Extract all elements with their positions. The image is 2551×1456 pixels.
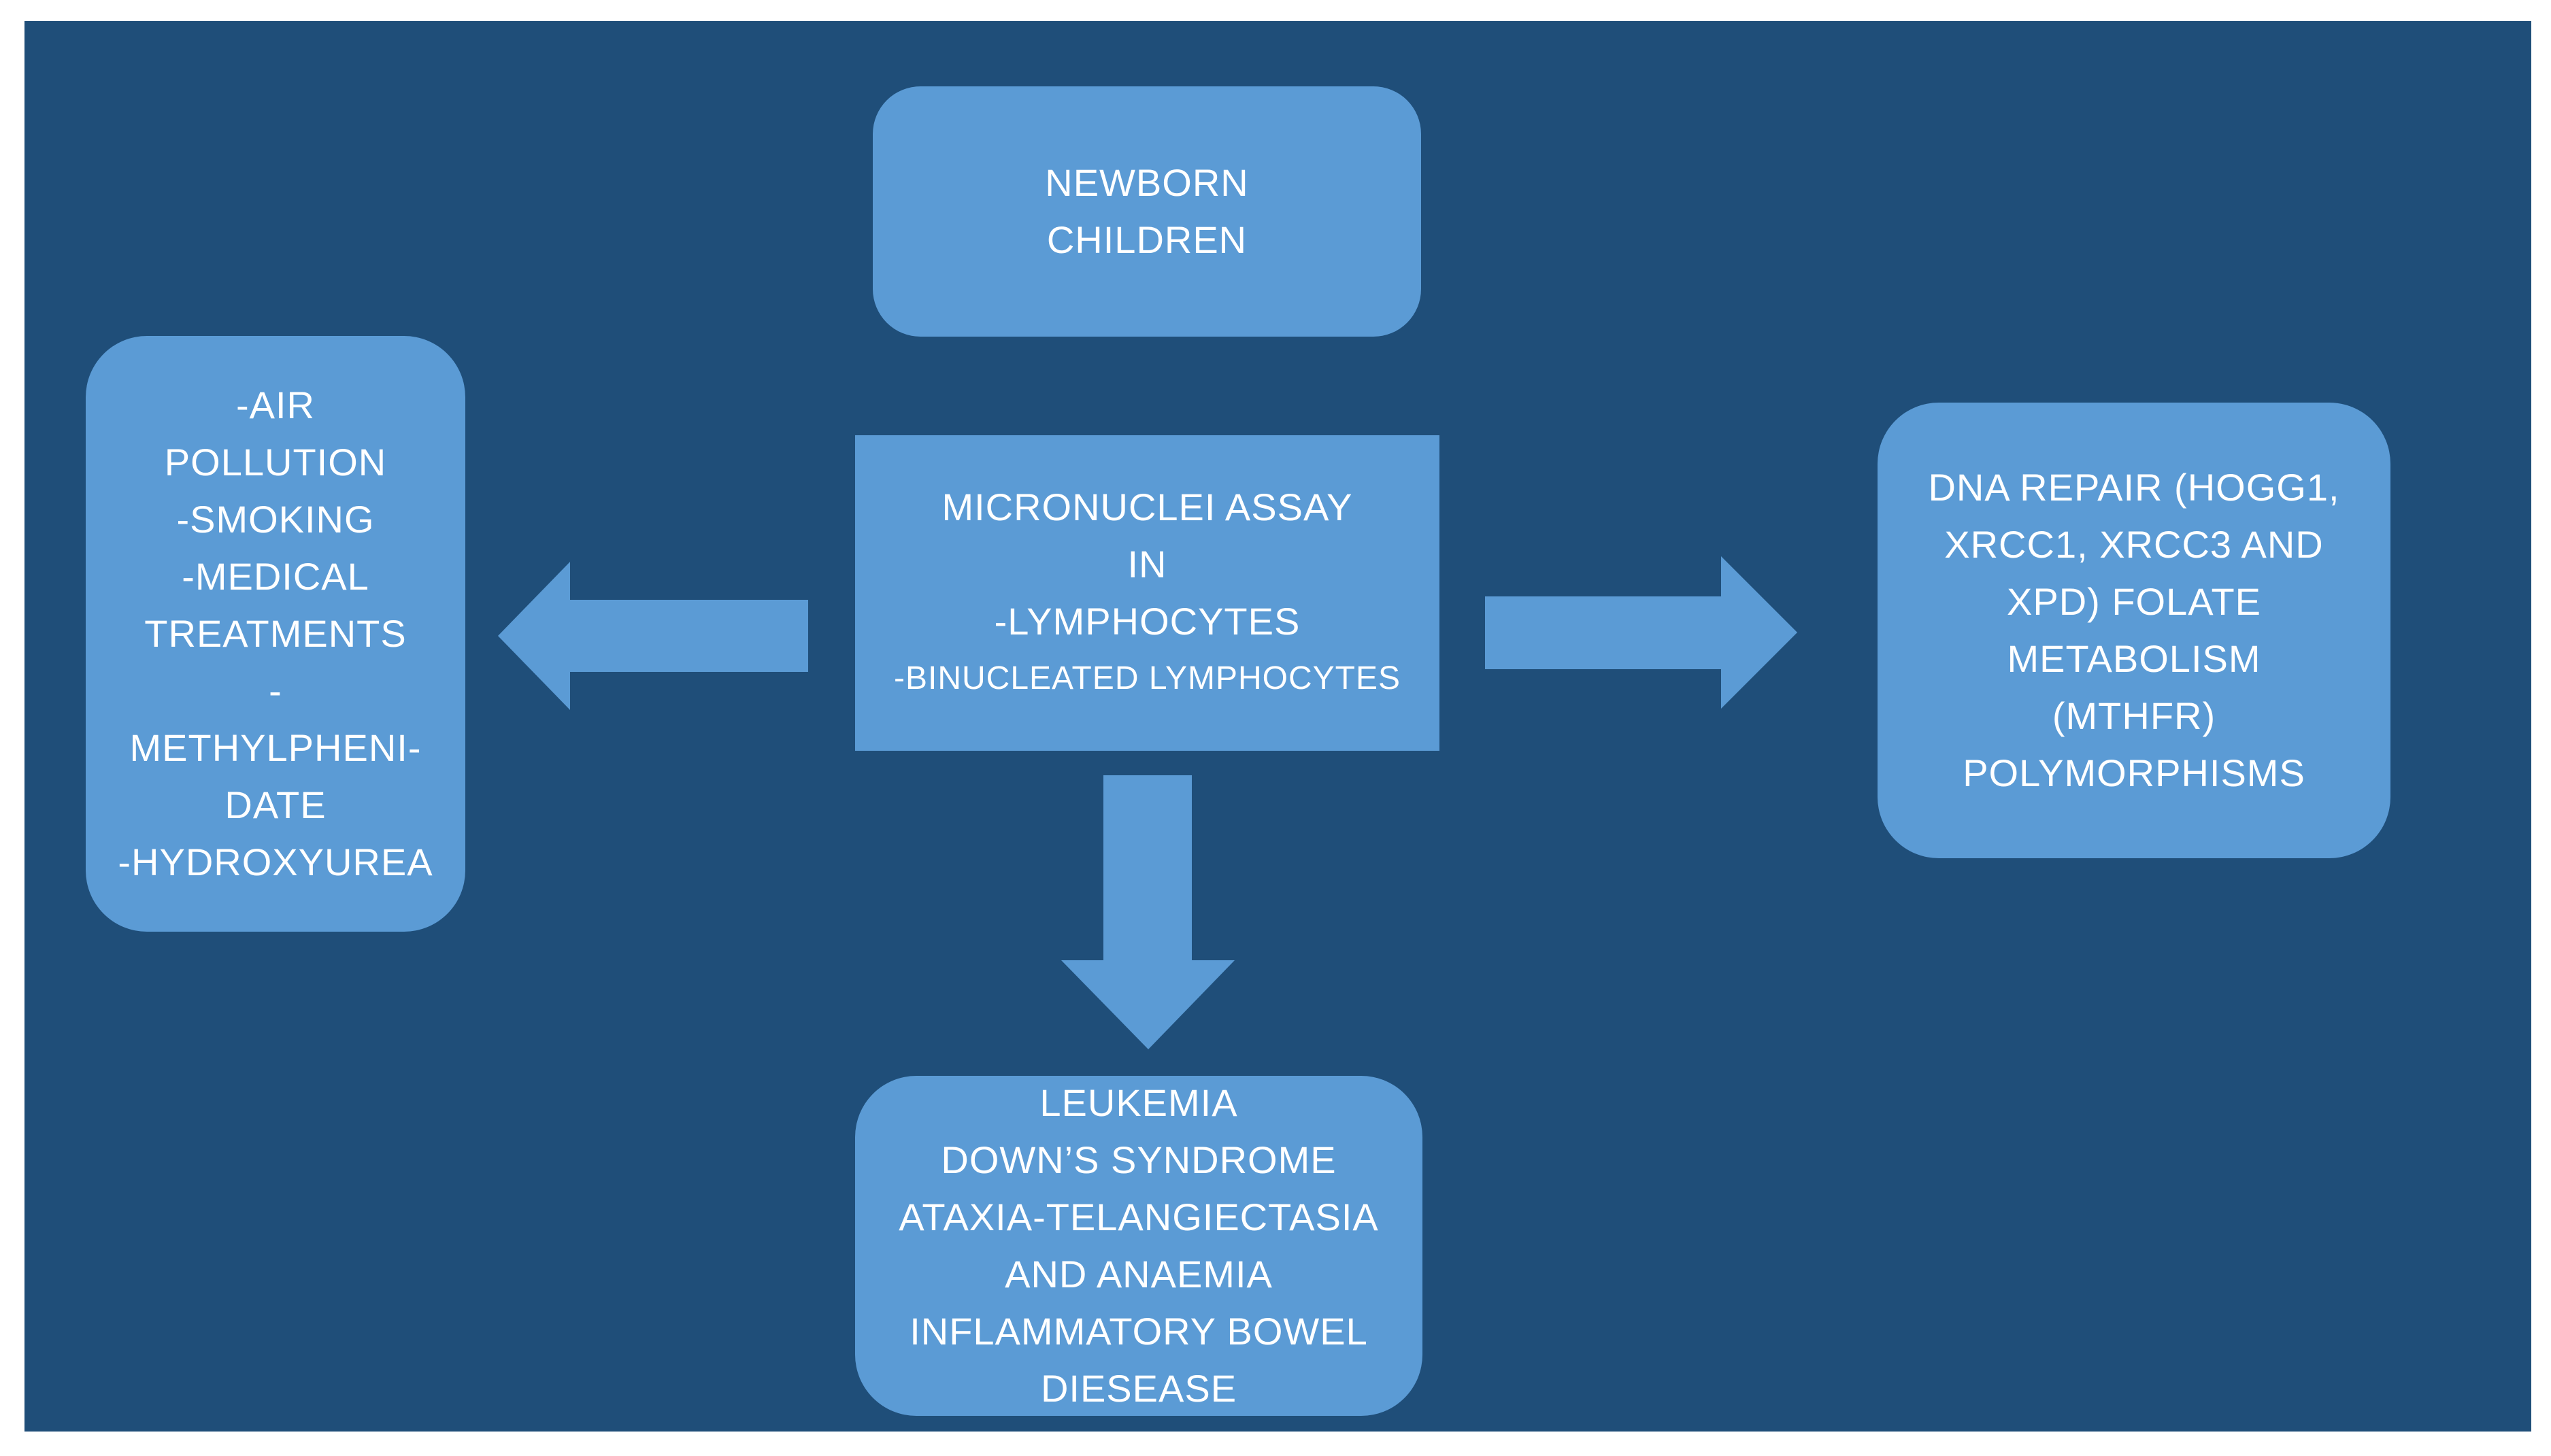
node-text-line: POLYMORPHISMS xyxy=(1963,751,2305,794)
node-text-line: -AIR xyxy=(236,384,315,426)
node-micronuclei-assay: MICRONUCLEI ASSAY IN -LYMPHOCYTES -BINUC… xyxy=(855,435,1439,751)
node-text-line: - xyxy=(269,669,282,712)
node-text-line: DATE xyxy=(224,783,327,826)
node-text-line: -LYMPHOCYTES xyxy=(994,600,1301,643)
node-text-line: -HYDROXYUREA xyxy=(118,841,433,883)
node-text-line: -BINUCLEATED LYMPHOCYTES xyxy=(893,660,1401,696)
node-text-line: (MTHFR) xyxy=(2052,694,2216,737)
node-text-line: MICRONUCLEI ASSAY xyxy=(941,486,1353,528)
node-text-line: POLLUTION xyxy=(164,441,387,484)
node-text-line: DIESEASE xyxy=(1040,1367,1237,1410)
node-dna-repair: DNA REPAIR (HOGG1, XRCC1, XRCC3 AND XPD)… xyxy=(1878,403,2390,858)
node-text-line: INFLAMMATORY BOWEL xyxy=(910,1310,1368,1353)
node-text-line: METABOLISM xyxy=(2007,637,2261,680)
node-diseases: LEUKEMIA DOWN’S SYNDROME ATAXIA-TELANGIE… xyxy=(855,1076,1422,1416)
node-text-line: -MEDICAL xyxy=(182,555,369,598)
node-text-line: DOWN’S SYNDROME xyxy=(941,1138,1337,1181)
node-text-line: CHILDREN xyxy=(1046,218,1248,261)
node-text-line: IN xyxy=(1127,543,1167,586)
node-text-line: METHYLPHENI- xyxy=(129,726,422,769)
node-text-line: XPD) FOLATE xyxy=(2006,580,2261,623)
node-text-line: LEUKEMIA xyxy=(1039,1081,1238,1124)
node-text-line: ATAXIA-TELANGIECTASIA xyxy=(899,1196,1379,1238)
node-text-line: NEWBORN xyxy=(1045,161,1249,204)
node-text-line: -SMOKING xyxy=(176,498,375,541)
node-risk-factors: -AIR POLLUTION -SMOKING -MEDICAL TREATME… xyxy=(86,336,465,932)
node-text-line: AND ANAEMIA xyxy=(1005,1253,1273,1296)
node-newborn-children: NEWBORN CHILDREN xyxy=(873,86,1421,337)
node-text-line: XRCC1, XRCC3 AND xyxy=(1944,523,2324,566)
node-text-line: DNA REPAIR (HOGG1, xyxy=(1928,466,2340,509)
node-text-line: TREATMENTS xyxy=(144,612,407,655)
